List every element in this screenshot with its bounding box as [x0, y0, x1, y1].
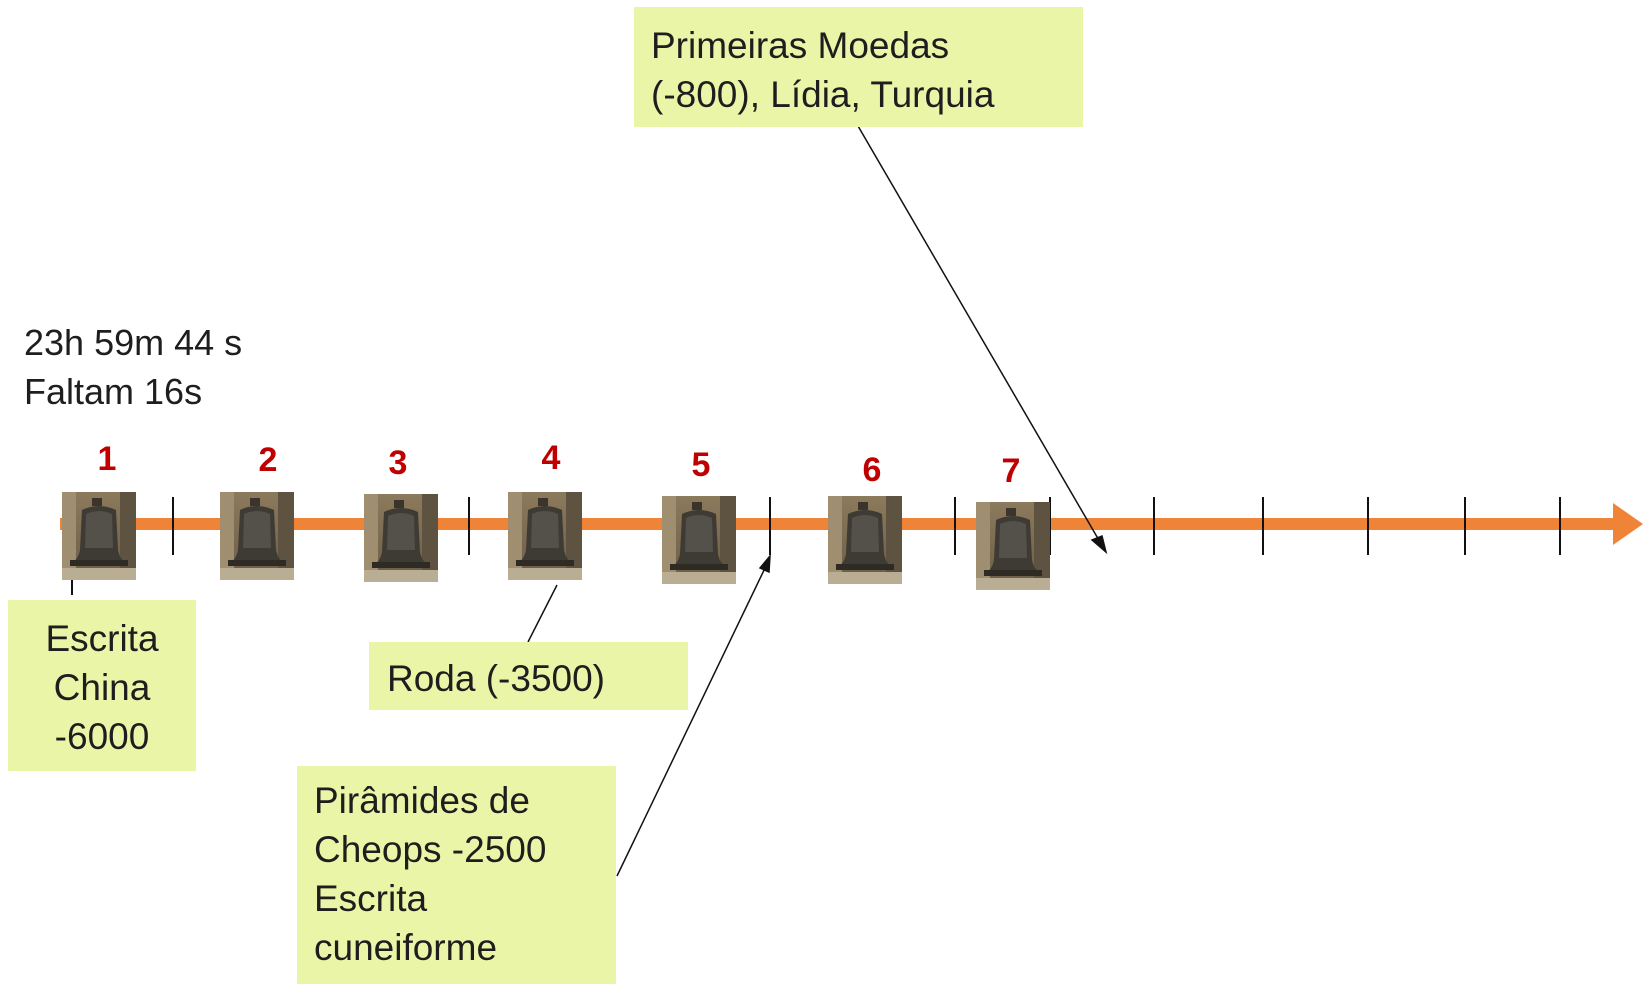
note-roda: Roda (-3500) — [369, 642, 688, 710]
note-escrita-china: Escrita China -6000 — [8, 600, 196, 771]
bell-icon — [828, 496, 902, 584]
connector-moedas — [857, 125, 1108, 555]
clock-time: 23h 59m 44 s — [24, 322, 243, 363]
bell-1 — [62, 492, 136, 580]
bell-4 — [508, 492, 582, 580]
bell-icon — [662, 496, 736, 584]
bell-3 — [364, 494, 438, 582]
note-piramides-cheops: Pirâmides de Cheops -2500 Escrita cuneif… — [297, 766, 616, 984]
bell-5 — [662, 496, 736, 584]
timeline-ticks — [71, 497, 1561, 595]
bell-number-7: 7 — [1002, 452, 1021, 490]
bell-icon — [508, 492, 582, 580]
timeline-arrowhead — [1613, 503, 1643, 545]
bell-icon — [62, 492, 136, 580]
note-primeiras-moedas: Primeiras Moedas (-800), Lídia, Turquia — [634, 7, 1083, 127]
connector-roda — [527, 584, 558, 643]
bell-icon — [364, 494, 438, 582]
bell-7 — [976, 502, 1050, 590]
bell-2 — [220, 492, 294, 580]
bell-icon — [976, 502, 1050, 590]
bell-number-4: 4 — [542, 439, 561, 477]
bell-6 — [828, 496, 902, 584]
bell-number-2: 2 — [259, 441, 278, 479]
clock-remaining: Faltam 16s — [24, 371, 203, 412]
connector-piramides — [616, 553, 771, 877]
bell-number-1: 1 — [98, 440, 117, 478]
bell-icon — [220, 492, 294, 580]
bell-number-5: 5 — [692, 446, 711, 484]
bell-number-6: 6 — [863, 451, 882, 489]
bell-number-3: 3 — [389, 444, 408, 482]
clock-display: 23h 59m 44 s Faltam 16s — [24, 318, 242, 416]
